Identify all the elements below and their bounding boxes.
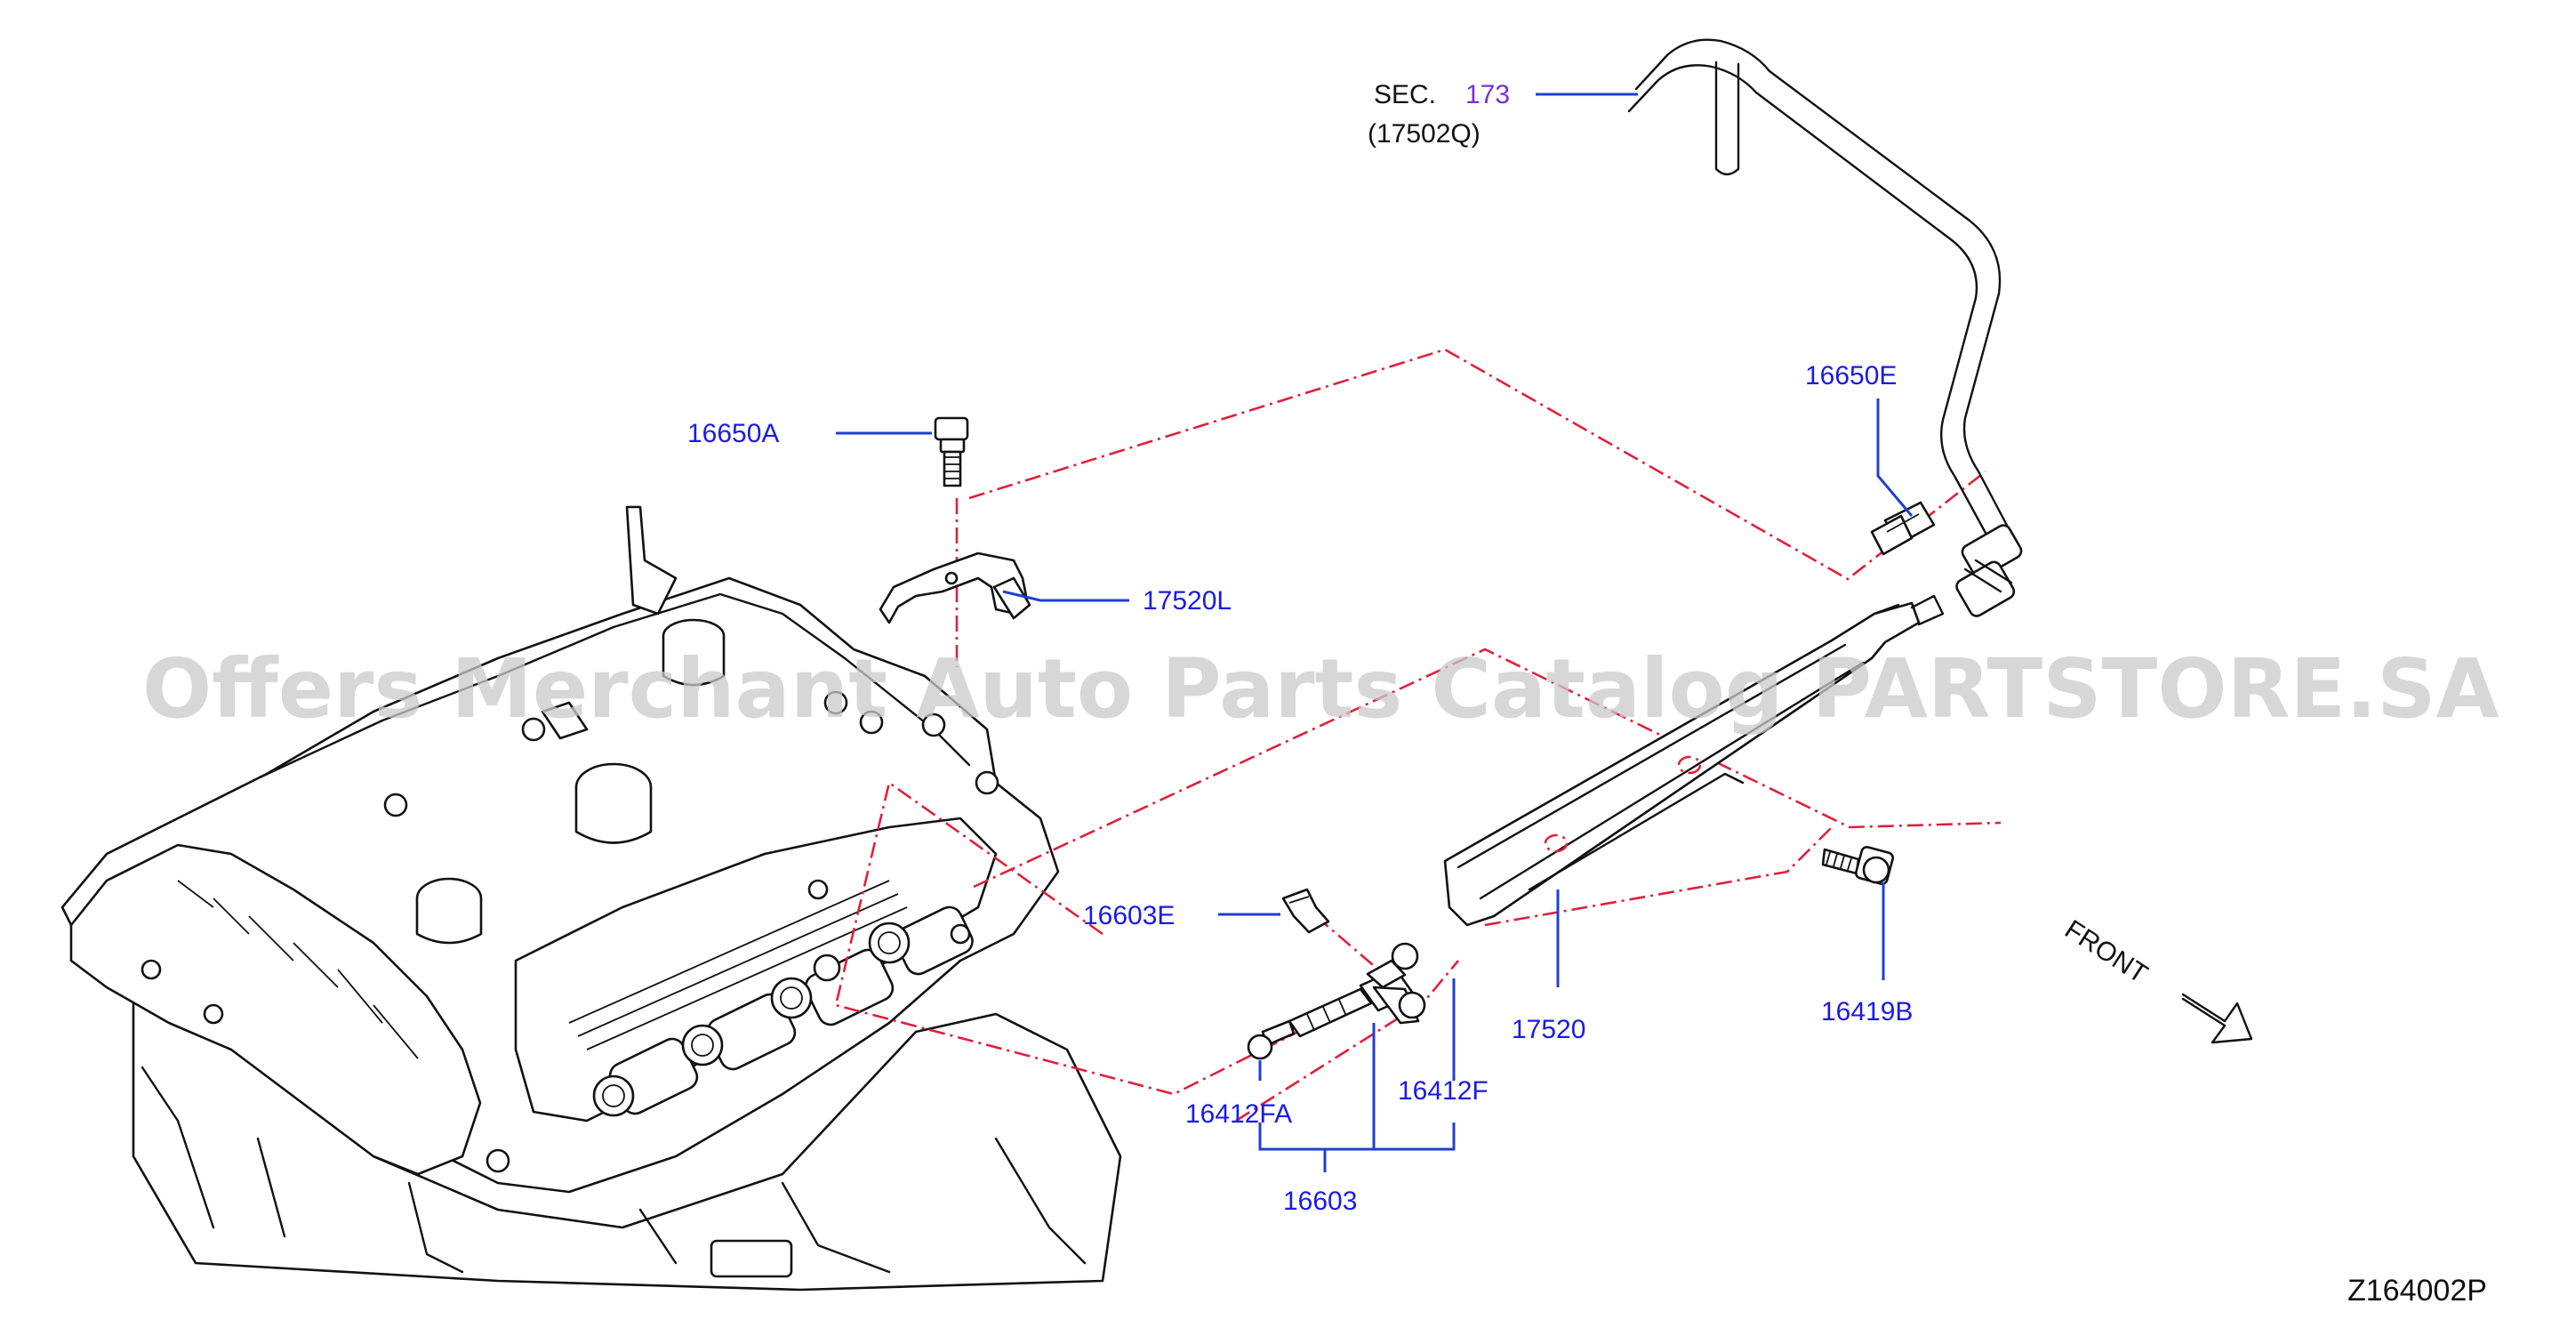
fuel-rail-17520 [1443,594,1945,927]
fuel-feed-tube [1627,38,2023,617]
bolt-16419B [1821,846,1894,885]
callout-16603E[interactable]: 16603E [1083,901,1175,930]
fuel-injector-16603 [1261,959,1426,1047]
tube-clip-16650E [1870,501,1936,556]
callout-16412F[interactable]: 16412F [1398,1076,1489,1106]
bracket-17520L [879,551,1031,624]
bolt-16650A [934,416,969,487]
o-ring-16412F [1391,942,1419,970]
callout-17520L[interactable]: 17520L [1143,586,1232,616]
section-prefix: SEC. [1374,80,1436,109]
callout-16650E[interactable]: 16650E [1805,361,1897,390]
leader-lines [836,93,1914,1172]
engine-cylinder-head [60,505,1122,1292]
injector-clip-16603E [1281,888,1330,934]
front-label: FRONT [2059,914,2153,989]
watermark: Offers Merchant Auto Parts Catalog PARTS… [142,641,2500,736]
oil-filler [415,618,726,945]
callout-16650A[interactable]: 16650A [687,419,779,448]
callout-16412FA[interactable]: 16412FA [1185,1099,1292,1129]
callout-17520[interactable]: 17520 [1512,1015,1585,1044]
cover-bolts [140,690,999,1173]
callout-16419B[interactable]: 16419B [1821,997,1913,1026]
o-ring-16412FA [1247,1034,1273,1060]
callout-labels: SEC. 173 (17502Q) 16650A 17520L 16650E 1… [687,80,2487,1308]
injector-bores [592,922,911,1117]
diagram-code: Z164002P [2347,1274,2487,1308]
front-arrow-icon [2181,993,2253,1044]
callout-16603[interactable]: 16603 [1283,1187,1357,1216]
section-part: (17502Q) [1368,119,1481,149]
front-arrow: FRONT [2059,914,2253,1044]
section-number[interactable]: 173 [1465,80,1510,109]
tube-connector [1955,524,2023,617]
